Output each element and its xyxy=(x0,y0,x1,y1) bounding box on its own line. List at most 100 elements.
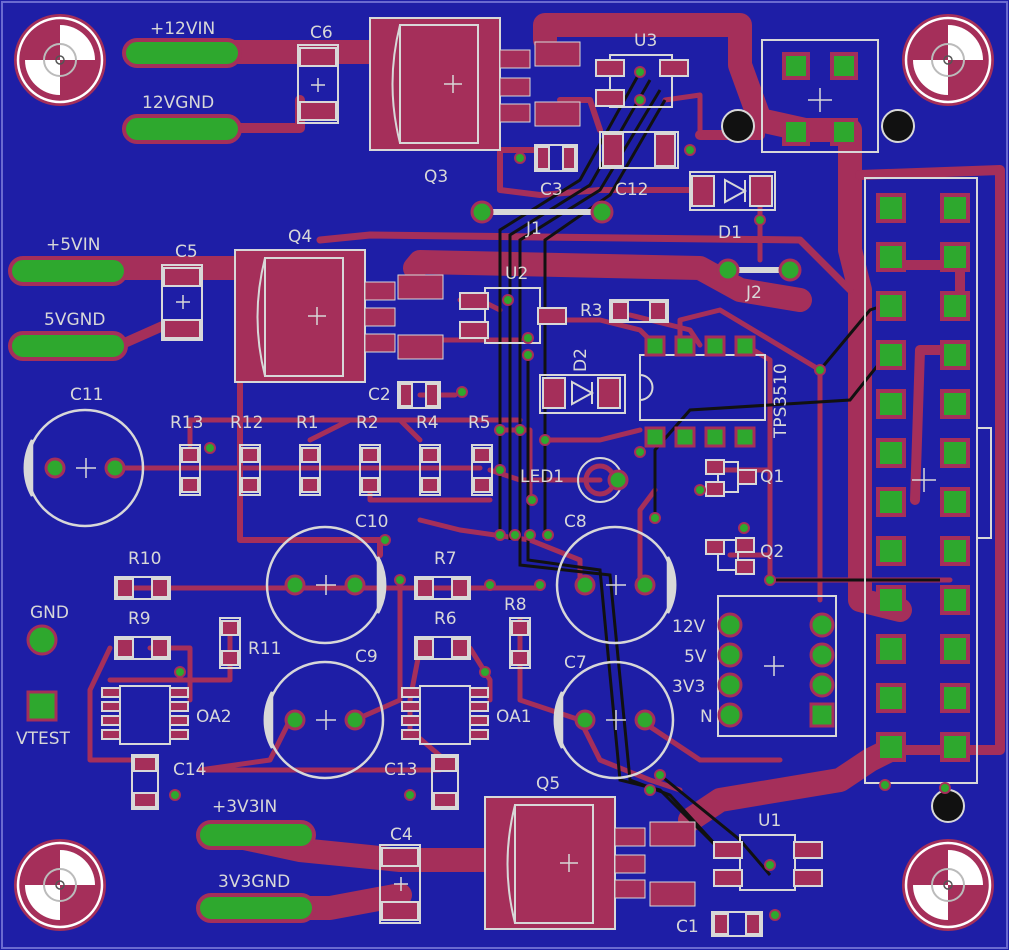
label-3v3gnd: 3V3GND xyxy=(218,872,290,892)
label-c10: C10 xyxy=(355,512,389,532)
vias xyxy=(169,66,951,921)
th-pads xyxy=(44,457,656,731)
via xyxy=(694,484,706,496)
silk-labels: +12VIN 12VGND +5VIN 5VGND +3V3IN 3V3GND … xyxy=(16,19,791,937)
tps3510-ic xyxy=(639,335,766,448)
via xyxy=(684,144,696,156)
atx-pin xyxy=(876,193,906,223)
voltage-header xyxy=(717,595,837,737)
label-5v: 5V xyxy=(684,647,707,667)
via xyxy=(524,529,536,541)
label-oa1: OA1 xyxy=(496,707,532,727)
label-c7: C7 xyxy=(564,653,587,673)
atx-pin xyxy=(940,487,970,517)
atx-pin xyxy=(876,683,906,713)
label-r11: R11 xyxy=(248,639,281,659)
via xyxy=(494,529,506,541)
via xyxy=(514,152,526,164)
label-d1: D1 xyxy=(718,223,742,243)
label-r5: R5 xyxy=(468,413,491,433)
atx-pin xyxy=(940,683,970,713)
label-c9: C9 xyxy=(355,647,378,667)
via xyxy=(764,859,776,871)
atx-pin xyxy=(876,732,906,762)
smd-capacitors xyxy=(131,44,763,937)
via xyxy=(204,442,216,454)
mount-hole-br xyxy=(902,839,994,931)
label-5vgnd: 5VGND xyxy=(44,310,105,330)
atx-pin xyxy=(940,291,970,321)
sot-regulators xyxy=(459,54,823,891)
origin-crosses xyxy=(76,75,936,891)
label-q1: Q1 xyxy=(760,467,784,487)
via xyxy=(634,446,646,458)
atx-pin xyxy=(876,487,906,517)
label-j2: J2 xyxy=(745,283,762,303)
atx-pin xyxy=(940,732,970,762)
label-5vin: +5VIN xyxy=(46,235,100,255)
connector-hole-bottom xyxy=(931,789,965,823)
via xyxy=(526,494,538,506)
atx-pin xyxy=(876,242,906,272)
label-q5: Q5 xyxy=(536,774,560,794)
atx-pin xyxy=(876,291,906,321)
via xyxy=(764,574,776,586)
label-r7: R7 xyxy=(434,549,457,569)
label-j1: J1 xyxy=(525,219,542,239)
via xyxy=(394,574,406,586)
via xyxy=(634,66,646,78)
via xyxy=(534,579,546,591)
via xyxy=(456,386,468,398)
label-c1: C1 xyxy=(676,917,699,937)
label-q2: Q2 xyxy=(760,542,784,562)
jumpers xyxy=(470,200,802,282)
via xyxy=(879,779,891,791)
wire-pads xyxy=(8,38,316,923)
resistors-vertical xyxy=(179,444,531,669)
atx-pin xyxy=(876,389,906,419)
label-c6: C6 xyxy=(310,23,333,43)
via xyxy=(654,769,666,781)
atx-pin xyxy=(940,242,970,272)
label-c4: C4 xyxy=(390,825,413,845)
label-q4: Q4 xyxy=(288,227,312,247)
label-r9: R9 xyxy=(128,609,151,629)
via xyxy=(769,909,781,921)
label-q3: Q3 xyxy=(424,167,448,187)
via xyxy=(522,349,534,361)
mount-hole-tr xyxy=(902,14,994,106)
atx-header xyxy=(864,177,992,784)
label-12v: 12V xyxy=(672,617,706,637)
label-n: N xyxy=(700,707,713,727)
via xyxy=(738,522,750,534)
mount-hole-bl xyxy=(14,839,106,931)
atx-pin xyxy=(940,438,970,468)
via xyxy=(494,464,506,476)
via xyxy=(379,534,391,546)
atx-pin xyxy=(876,340,906,370)
label-d2: D2 xyxy=(571,348,591,372)
via xyxy=(522,332,534,344)
label-c13: C13 xyxy=(384,760,418,780)
label-r12: R12 xyxy=(230,413,263,433)
via xyxy=(479,666,491,678)
diodes xyxy=(539,171,776,414)
led1-footprint xyxy=(577,457,629,503)
label-u2: U2 xyxy=(505,264,528,284)
label-c11: C11 xyxy=(70,385,104,405)
label-r13: R13 xyxy=(170,413,203,433)
atx-pin xyxy=(940,634,970,664)
via xyxy=(814,364,826,376)
label-r1: R1 xyxy=(296,413,319,433)
label-c14: C14 xyxy=(173,760,207,780)
label-c2: C2 xyxy=(368,385,391,405)
resistors-horizontal xyxy=(114,299,669,660)
atx-pin xyxy=(940,340,970,370)
atx-pin xyxy=(940,193,970,223)
via xyxy=(169,789,181,801)
atx-pin xyxy=(940,585,970,615)
electrolytic-caps xyxy=(23,408,677,780)
label-r3: R3 xyxy=(580,301,603,321)
atx-pin xyxy=(876,585,906,615)
